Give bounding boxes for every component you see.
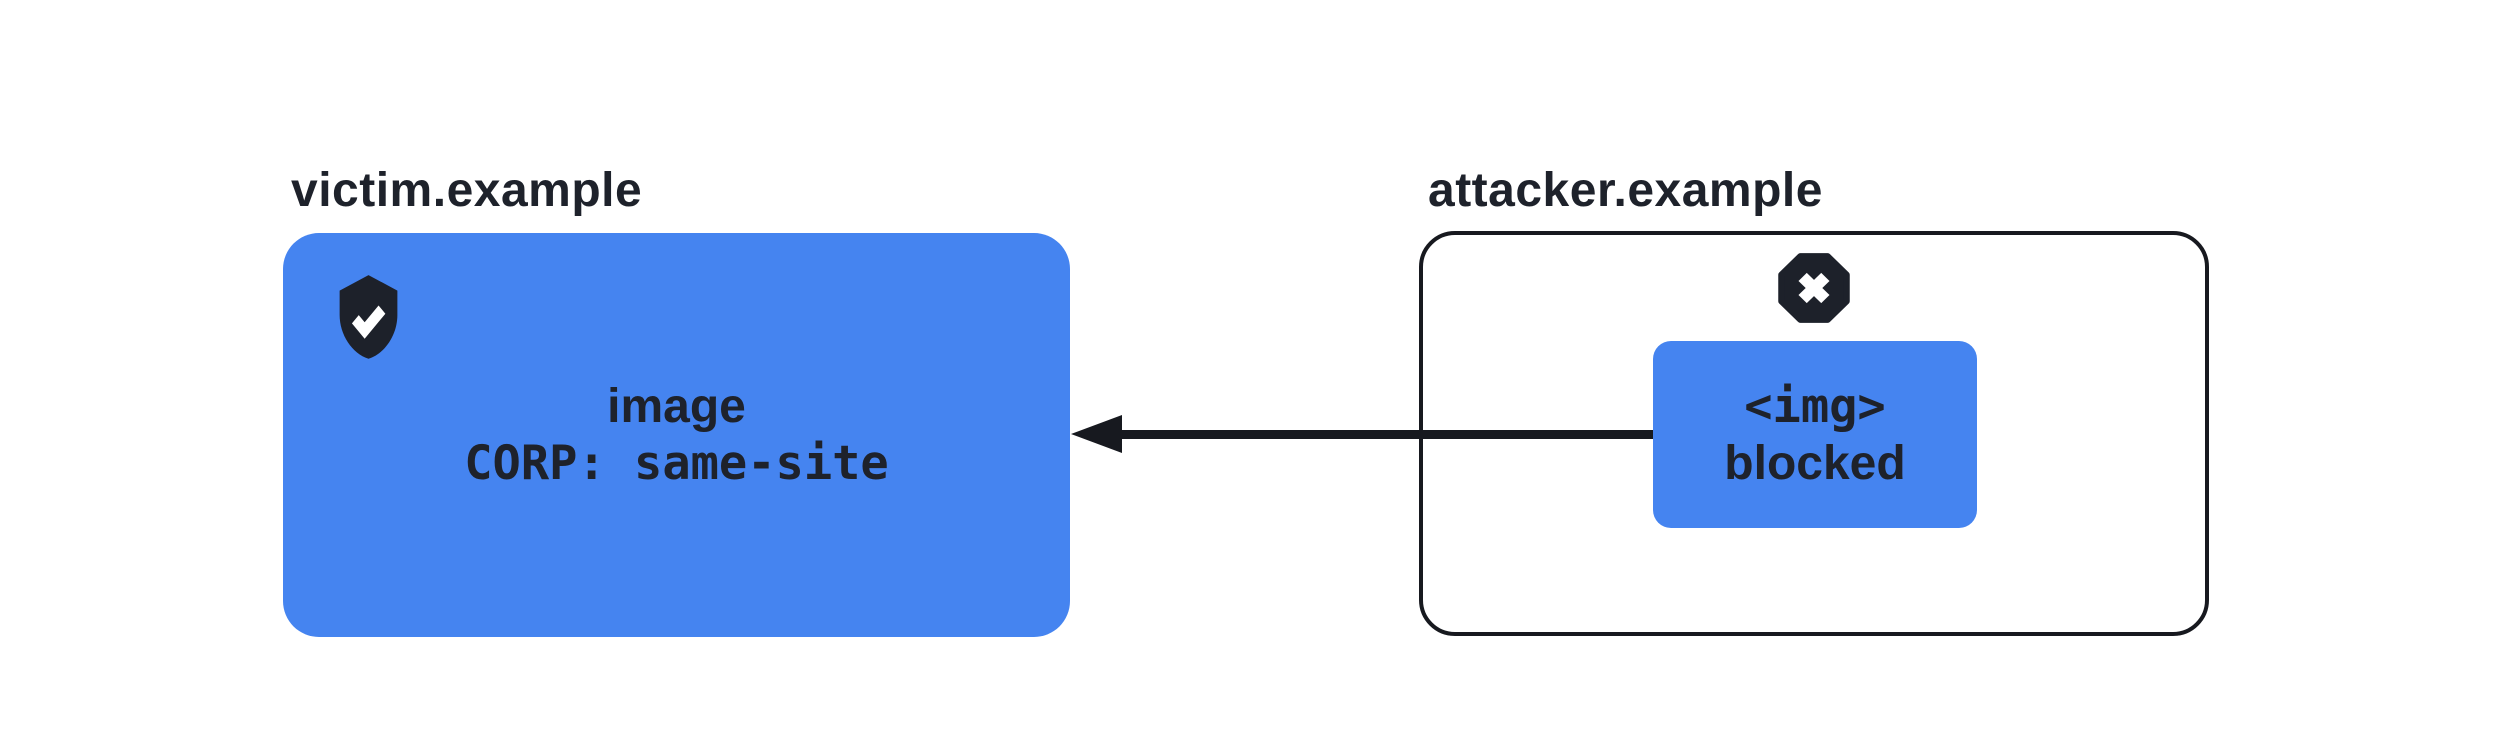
img-tag-label: <img> bbox=[1744, 378, 1886, 434]
victim-resource-box: image CORP: same-site bbox=[283, 233, 1070, 637]
blocked-request-text: <img> blocked bbox=[1653, 341, 1977, 528]
request-arrow-line bbox=[1120, 430, 1653, 439]
resource-type-label: image bbox=[607, 380, 746, 433]
victim-domain-label: victim.example bbox=[291, 164, 643, 217]
shield-check-icon bbox=[339, 275, 398, 359]
blocked-x-octagon-icon bbox=[1778, 253, 1850, 323]
victim-resource-text: image CORP: same-site bbox=[283, 233, 1070, 637]
attacker-domain-label: attacker.example bbox=[1428, 164, 1823, 217]
blocked-label: blocked bbox=[1724, 436, 1906, 490]
request-arrow-head bbox=[1071, 415, 1122, 453]
corp-header-label: CORP: same-site bbox=[464, 436, 889, 491]
blocked-request-box: <img> blocked bbox=[1653, 341, 1977, 528]
